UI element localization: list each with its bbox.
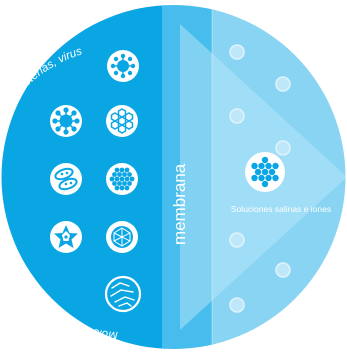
ion-cluster-icon (245, 152, 285, 192)
particle (275, 140, 291, 156)
particle (229, 44, 245, 60)
coronavirus-icon (50, 105, 82, 137)
particle (229, 108, 245, 124)
membrane-label: membrana (170, 163, 189, 245)
outlet-label: Soluciones salinas e iones (231, 204, 331, 214)
geodesic-icon (106, 221, 138, 253)
virus-icon (107, 50, 139, 82)
particles (229, 44, 291, 313)
bacteria-icon (50, 163, 82, 195)
star-polygon-icon (50, 221, 82, 253)
bead-cluster-icon (106, 163, 138, 195)
honeycomb-icon (106, 105, 138, 137)
particle (229, 297, 245, 313)
fiber-bundle-icon (104, 275, 142, 313)
particle (275, 76, 291, 92)
particle (275, 262, 291, 278)
particle (229, 232, 245, 248)
